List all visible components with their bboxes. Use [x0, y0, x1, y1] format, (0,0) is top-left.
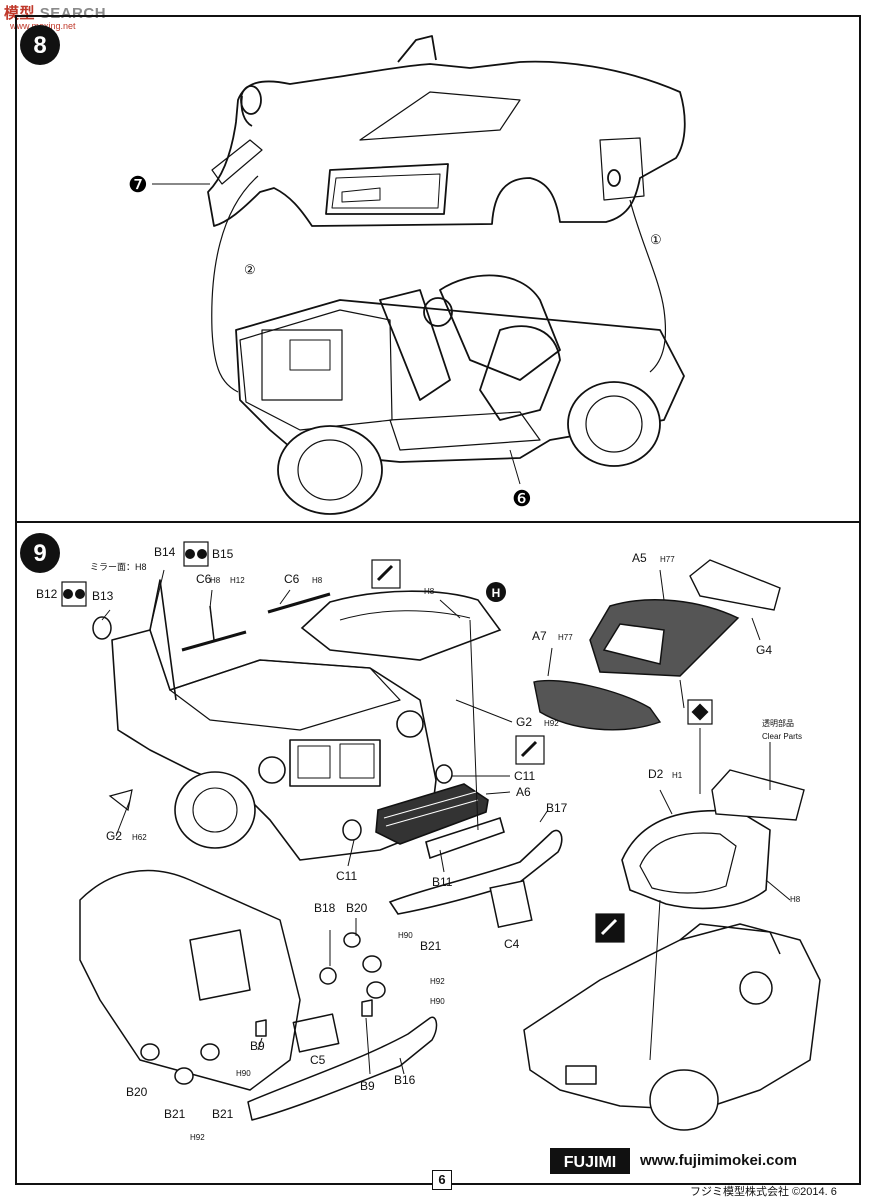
license-plate-c4 — [489, 880, 533, 928]
paint-h8-c6-left: H8 — [210, 576, 221, 585]
step-9-badge: 9 — [20, 533, 60, 573]
step-9-window-g4 — [689, 559, 781, 611]
callout-6: ❻ — [512, 486, 532, 511]
assembly-line-1 — [629, 199, 667, 373]
label-b17: B17 — [546, 801, 568, 815]
step-8-body-shell — [207, 35, 686, 227]
step-9-leaders — [101, 569, 791, 1075]
clear-parts-en: Clear Parts — [762, 732, 802, 741]
paint-h77-a5: H77 — [660, 555, 675, 564]
paint-h92-g2: H92 — [544, 719, 559, 728]
brand-text: FUJIMI — [564, 1154, 616, 1171]
paint-h92-b21: H92 — [430, 977, 445, 986]
paint-h1-d2: H1 — [672, 771, 683, 780]
label-b11: B11 — [432, 875, 453, 889]
clear-parts-jp: 透明部品 — [762, 718, 794, 728]
label-b12: B12 — [36, 587, 58, 601]
step-8-number: 8 — [33, 32, 46, 59]
label-c11-left: C11 — [336, 869, 357, 883]
paint-h8-hood: H8 — [424, 587, 435, 596]
label-b20-top: B20 — [346, 901, 368, 915]
h-circle-mark: H — [486, 582, 506, 602]
step-9-roadster — [523, 923, 821, 1131]
step-9-car-rear — [79, 869, 438, 1121]
callout-6-leader — [509, 449, 521, 485]
label-c6-right: C6 — [284, 572, 300, 586]
step-9-wipers — [181, 592, 331, 652]
paint-h8-c6-right: H8 — [312, 576, 323, 585]
copyright: フジミ模型株式会社 ©2014. 6 — [690, 1186, 837, 1198]
label-b16: B16 — [394, 1073, 416, 1087]
step-9-rear-window-clear — [711, 769, 805, 821]
paint-h90-b21: H90 — [430, 997, 445, 1006]
label-a6: A6 — [516, 785, 531, 799]
label-b13: B13 — [92, 589, 114, 603]
arrow-2-label: ② — [244, 262, 256, 277]
step-9-soft-top — [589, 599, 740, 677]
label-g2-left: G2 — [106, 829, 122, 843]
step-9-hood — [300, 590, 502, 661]
arrow-1-label: ① — [650, 232, 662, 247]
watermark-text: SEARCH — [39, 5, 107, 22]
label-g4: G4 — [756, 643, 772, 657]
step-9-grille — [375, 783, 489, 845]
label-g2-right: G2 — [516, 715, 532, 729]
step-8-chassis — [235, 274, 685, 515]
label-b9-left: B9 — [250, 1039, 265, 1053]
label-b15: B15 — [212, 547, 234, 561]
label-c6-left: C6 — [196, 572, 212, 586]
label-b18: B18 — [314, 901, 336, 915]
page-number: 6 — [432, 1170, 452, 1190]
assembly-line-2 — [211, 175, 259, 393]
label-b21-bottom-left: B21 — [164, 1107, 186, 1121]
step-9-labels: ミラー面：H8 B12 B13 B14 B15 C6 C6 H8 H12 H8 … — [36, 545, 802, 1142]
label-d2: D2 — [648, 767, 664, 781]
step-9-number: 9 — [33, 540, 46, 567]
two-tone-mark-b15 — [183, 541, 209, 567]
watermark: 模型 SEARCH — [4, 2, 106, 23]
paint-h62-g2: H62 — [132, 833, 147, 842]
step-9-hard-top-d2 — [621, 809, 771, 910]
glue-icon-3 — [595, 913, 625, 943]
label-b9-right: B9 — [360, 1079, 375, 1093]
label-c4: C4 — [504, 937, 520, 951]
mirror-b12 — [92, 616, 112, 640]
label-b20-bottom: B20 — [126, 1085, 148, 1099]
label-b21-bottom-right: B21 — [212, 1107, 234, 1121]
footer-url[interactable]: www.fujimimokei.com — [640, 1152, 797, 1169]
paint-h90-b20: H90 — [398, 931, 413, 940]
part-c11-right — [435, 764, 453, 784]
paint-h12-c6: H12 — [230, 576, 245, 585]
step-9-bumper-front — [388, 816, 563, 915]
step-8-badge: 8 — [20, 25, 60, 65]
mirror-note: ミラー面：H8 — [90, 562, 147, 572]
step-9-tonneau-a7 — [533, 679, 662, 731]
two-tone-mark-top — [687, 699, 713, 725]
glue-icon-1 — [371, 559, 401, 589]
label-a7: A7 — [532, 629, 547, 643]
watermark-logo: 模型 — [4, 5, 36, 22]
fujimi-logo: FUJIMI — [550, 1148, 630, 1174]
label-a5: A5 — [632, 551, 647, 565]
label-b21-top: B21 — [420, 939, 442, 953]
paint-h8-d2: H8 — [790, 895, 801, 904]
part-c11-left — [342, 819, 362, 841]
glue-icon-2 — [515, 735, 545, 765]
two-tone-mark-b13 — [61, 581, 87, 607]
paint-h92-bottom: H92 — [190, 1133, 205, 1142]
paint-h77-a7: H77 — [558, 633, 573, 642]
label-c5: C5 — [310, 1053, 326, 1067]
label-c11-right: C11 — [514, 769, 535, 783]
part-g2-left — [108, 789, 133, 812]
label-b14: B14 — [154, 545, 176, 559]
paint-h90-bottom: H90 — [236, 1069, 251, 1078]
h-circle-label: H — [492, 586, 501, 600]
callout-7: ❼ — [128, 172, 148, 197]
